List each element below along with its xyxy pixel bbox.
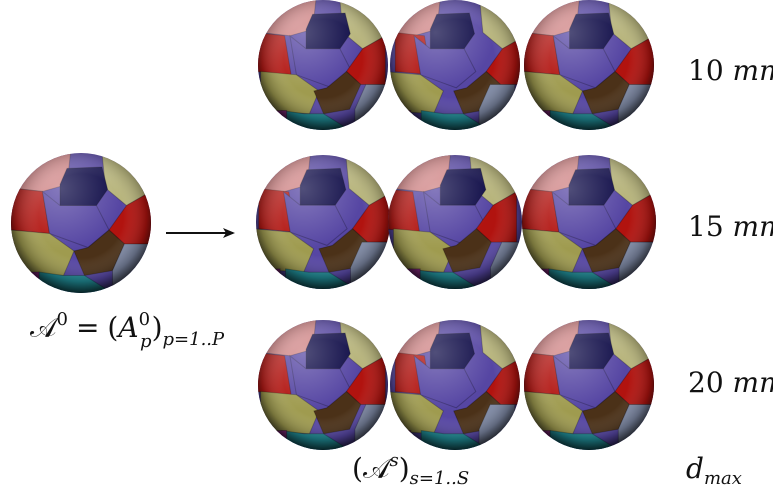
sphere-initial	[11, 153, 151, 293]
region-patch	[390, 430, 412, 450]
sphere-highlight	[390, 0, 520, 130]
sphere-10mm-3	[524, 0, 654, 130]
sphere-highlight	[524, 0, 654, 130]
row-label-20mm: 20 mm	[688, 366, 773, 399]
dmax-label: dmax	[686, 452, 742, 489]
region-patch	[390, 110, 412, 130]
sphere-highlight	[390, 320, 520, 450]
sphere-20mm-2	[390, 320, 520, 450]
sphere-15mm-2	[388, 155, 522, 289]
sphere-highlight	[11, 153, 151, 293]
sphere-10mm-1	[258, 0, 388, 130]
sphere-highlight	[388, 155, 522, 289]
sphere-highlight	[524, 320, 654, 450]
sphere-10mm-2	[390, 0, 520, 130]
sphere-15mm-1	[256, 155, 390, 289]
sphere-highlight	[258, 320, 388, 450]
sphere-20mm-1	[258, 320, 388, 450]
sphere-highlight	[522, 155, 656, 289]
sphere-highlight	[258, 0, 388, 130]
resulting-partitions-label: (𝒜s)s=1..S	[352, 450, 469, 489]
sphere-20mm-3	[524, 320, 654, 450]
sphere-highlight	[256, 155, 390, 289]
sphere-group	[11, 0, 656, 450]
row-label-15mm: 15 mm	[688, 210, 773, 243]
region-patch	[256, 268, 281, 289]
sphere-15mm-3	[522, 155, 656, 289]
row-label-10mm: 10 mm	[688, 54, 773, 87]
